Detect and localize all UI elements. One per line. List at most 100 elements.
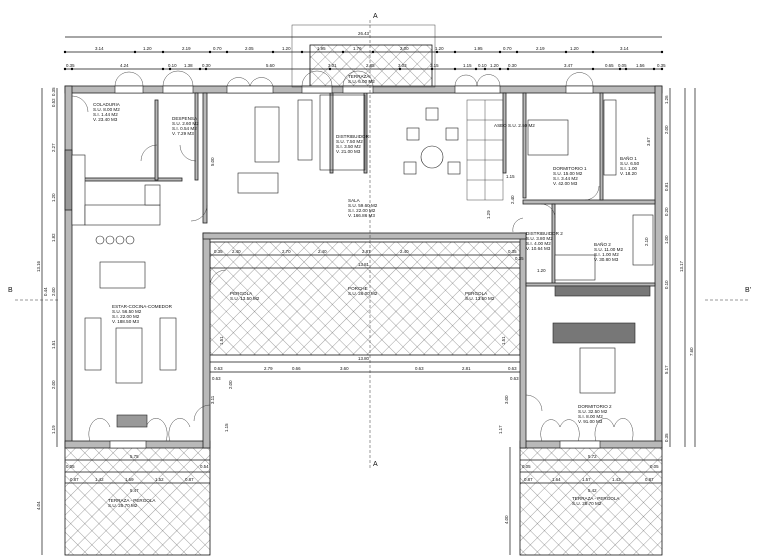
dimension-tick <box>70 67 74 71</box>
room-label-coladuria: V. 23.40 M3 <box>93 117 118 122</box>
dimension-top-row-1: 1.20 <box>143 46 152 51</box>
dimension-tick <box>652 67 656 71</box>
dimension-tick <box>204 67 208 71</box>
dimension-tick <box>328 67 332 71</box>
room-label-terraza: S.U. 6.00 M2 <box>348 79 375 84</box>
dimension-right-inner: 0.81 <box>664 182 669 191</box>
dimension-top-row-1: 1.76 <box>353 46 362 51</box>
dimension-terrace-right: 1.43 <box>612 477 621 482</box>
room-label-distribuidor-2: S.U. 3.80 M2 <box>526 236 553 241</box>
dimension-porch-bottom: 3.60 <box>340 366 349 371</box>
dimension-top-row-1: 3.14 <box>620 46 629 51</box>
dimension-terrace-right: 0.05 <box>522 464 531 469</box>
room-label-dormitorio-1: S.U. 15.00 M2 <box>553 171 583 176</box>
section-mark-b-left: B <box>8 287 13 294</box>
dimension-right-outer: 4.00 <box>504 515 509 524</box>
dimension-porch-top: 2.40 <box>400 249 409 254</box>
section-mark-a-bottom: A <box>373 461 378 468</box>
coffee-table <box>254 106 280 163</box>
dimension-porch-top: 0.35 <box>214 249 223 254</box>
dimension-top-row-1: 2.19 <box>182 46 191 51</box>
dimension-left-inner: 2.00 <box>51 380 56 389</box>
dimension-top-row-2: 3.01 <box>328 63 337 68</box>
dimension-terrace-right: 0.87 <box>645 477 654 482</box>
dimension-right-inner: 0.10 <box>664 280 669 289</box>
dimension-tick <box>300 50 304 54</box>
porch-total-bottom: 13.80 <box>358 356 370 361</box>
dimension-left-inner: 2.00 <box>51 287 56 296</box>
dimension-top-row-2: 3.47 <box>564 63 573 68</box>
dimension-top-row-2: 5.60 <box>266 63 275 68</box>
dimension-interior: 3.11 <box>210 395 215 404</box>
dimension-right-inner: 1.26 <box>664 95 669 104</box>
dimension-terrace-right: 0.05 <box>650 464 659 469</box>
dimension-top-row-2: 3.15 <box>430 63 439 68</box>
dimension-porch-top: 2.70 <box>282 249 291 254</box>
dimension-top-row-1: 0.70 <box>213 46 222 51</box>
room-label-terraza-pergola-left: S.U. 25.70 M2 <box>108 503 138 508</box>
dimension-top-row-1: 0.70 <box>503 46 512 51</box>
terraza-pergola-right-area <box>519 446 663 556</box>
room-label-pergola-left: S.U. 13.50 M2 <box>230 296 260 301</box>
dimension-tick <box>133 50 137 54</box>
dimension-top-row-2: 0.65 <box>605 63 614 68</box>
dimension-interior: 0.63 <box>510 376 519 381</box>
room-label-aseo: ASEO S.U. 2.50 M2 <box>494 123 535 128</box>
dimension-top-row-1: 1.20 <box>570 46 579 51</box>
dimension-interior: 2.00 <box>228 380 233 389</box>
dimension-porch-bottom: 0.63 <box>508 366 517 371</box>
room-label-terraza: TERRAZA <box>348 74 370 79</box>
dimension-left-inner: 1.20 <box>51 193 56 202</box>
fireplace <box>116 414 148 428</box>
room-label-bano-1: S.U. 6.50 <box>620 161 640 166</box>
dimension-right-inner: 0.35 <box>664 433 669 442</box>
dimension-top-row-2: 4.24 <box>120 63 129 68</box>
dimension-terrace-left: 0.87 <box>185 477 194 482</box>
dimension-top-row-2: 1.56 <box>636 63 645 68</box>
dimension-tick <box>498 50 502 54</box>
room-label-dormitorio-1: DORMITORIO 1 <box>553 166 587 171</box>
dimension-tick <box>398 67 402 71</box>
room-label-despensa: S.I. 0.54 M2 <box>172 126 197 131</box>
dimension-right-outer: 13.17 <box>679 260 684 272</box>
room-label-distribuidor-2: S.I. 4.00 M2 <box>526 241 551 246</box>
dimension-tick <box>483 67 487 71</box>
dining-table <box>99 261 146 289</box>
dimension-left-inner: 1.19 <box>51 425 56 434</box>
dimension-tick <box>208 50 212 54</box>
room-label-sala: SALA <box>348 198 361 203</box>
room-label-dormitorio-1: V. 42.00 M3 <box>553 181 578 186</box>
dimension-left-outer: 13.16 <box>36 260 41 272</box>
dimension-porch-bottom: 2.81 <box>462 366 471 371</box>
dimension-top-row-2: 0.05 <box>618 63 627 68</box>
dimension-tick <box>430 67 434 71</box>
dimension-porch-bottom: 0.66 <box>292 366 301 371</box>
sofa-short <box>237 172 279 194</box>
sofa-left <box>84 317 102 371</box>
dimension-left-inner: 1.82 <box>51 233 56 242</box>
dimension-porch-top: 2.87 <box>362 249 371 254</box>
dimension-top-row-1: 1.95 <box>474 46 483 51</box>
dimension-tick <box>474 67 478 71</box>
room-label-porche: S.U. 26.00 M2 <box>348 291 378 296</box>
room-label-dormitorio-2: S.I. 8.00 M2 <box>578 414 603 419</box>
sofa-right <box>159 317 177 371</box>
room-label-despensa: S.U. 2.60 M2 <box>172 121 199 126</box>
dimension-porch-bottom: 0.63 <box>214 366 223 371</box>
dimension-right-outer: 3.67 <box>646 137 651 146</box>
dimension-top-row-2: 1.20 <box>490 63 499 68</box>
dimension-interior: 1.51 <box>501 336 506 345</box>
dimension-lines <box>15 20 750 555</box>
dimension-terrace-left: 0.87 <box>70 477 79 482</box>
dimension-top-row-2: 0.35 <box>657 63 666 68</box>
dimension-tick <box>618 67 622 71</box>
dimension-tick <box>63 67 67 71</box>
dimension-interior: 2.40 <box>510 195 515 204</box>
kitchen-counter <box>71 154 86 226</box>
room-label-distribuidor: V. 21.00 M3 <box>336 149 361 154</box>
dimension-top-row-2: 0.10 <box>478 63 487 68</box>
dimension-interior: 3.00 <box>504 395 509 404</box>
dimension-left-inner: 2.27 <box>51 143 56 152</box>
